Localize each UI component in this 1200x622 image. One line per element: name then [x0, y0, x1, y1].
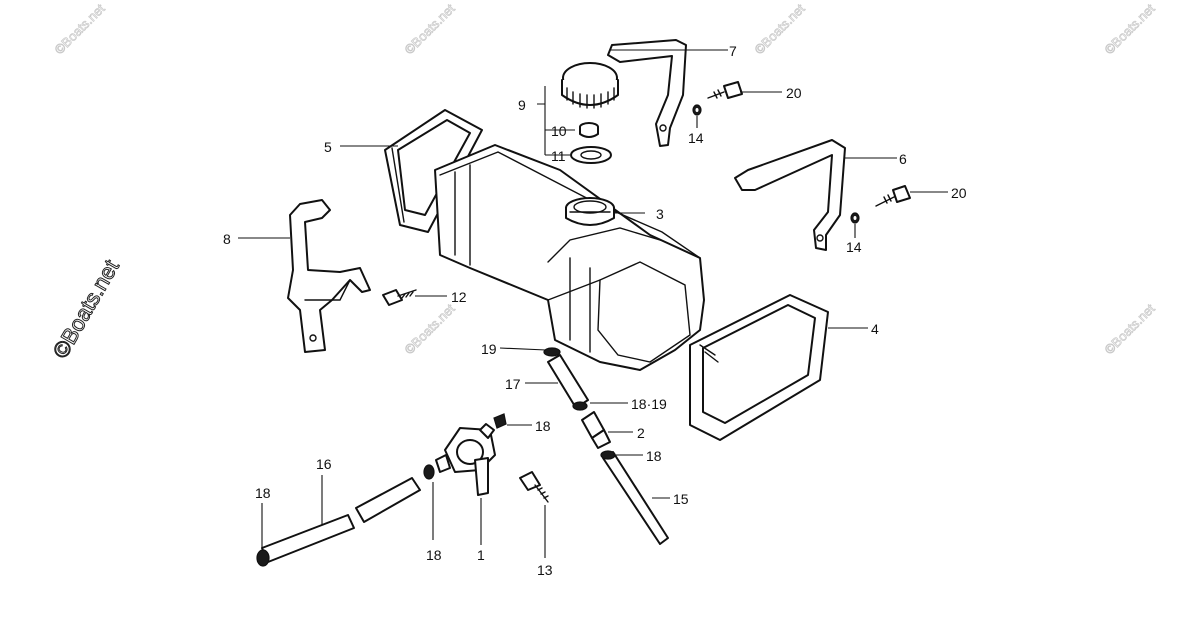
watermark-text: ©Boats.net: [402, 301, 458, 357]
label-18-c: 18: [646, 448, 662, 464]
label-3: 3: [656, 206, 664, 222]
label-18-b: 18: [426, 547, 442, 563]
part-labels: 7 20 14 9 10 11 5 6 3 20 14 8 12 4 19 17…: [223, 43, 967, 578]
watermark-text-large: ©Boats.net: [48, 255, 124, 362]
label-5: 5: [324, 139, 332, 155]
label-4: 4: [871, 321, 879, 337]
label-13: 13: [537, 562, 553, 578]
part-18-clip-b: [423, 464, 435, 480]
label-14-a: 14: [688, 130, 704, 146]
label-11: 11: [551, 148, 566, 164]
leader-lines: [238, 49, 948, 558]
label-2: 2: [637, 425, 645, 441]
label-16: 16: [316, 456, 332, 472]
part-1-fuel-cock: [435, 423, 496, 496]
part-16-fuel-line: [261, 477, 421, 563]
part-13-bolt: [519, 471, 549, 503]
watermark-text: ©Boats.net: [402, 1, 458, 57]
part-9-filler-cap: [561, 62, 619, 109]
label-8: 8: [223, 231, 231, 247]
label-18-19: 18·19: [631, 396, 667, 412]
part-14-washer-b: [850, 212, 860, 224]
part-17-fuel-line: [547, 354, 589, 409]
label-20-a: 20: [786, 85, 802, 101]
label-7: 7: [729, 43, 737, 59]
label-20-b: 20: [951, 185, 967, 201]
part-5-cushion: [384, 109, 483, 233]
watermark-text: ©Boats.net: [752, 1, 808, 57]
part-4-cushion: [689, 294, 829, 441]
watermark-text: ©Boats.net: [52, 1, 108, 57]
label-18-d: 18: [255, 485, 271, 501]
part-3-fuel-tank: [434, 144, 705, 371]
part-14-washer-a: [692, 104, 702, 116]
part-6-band: [734, 139, 846, 251]
label-1: 1: [477, 547, 485, 563]
part-18-clip-a: [493, 413, 507, 429]
part-11-gasket: [570, 146, 612, 164]
label-9: 9: [518, 97, 526, 113]
part-7-band: [607, 39, 687, 147]
part-8-bracket: [287, 199, 371, 353]
part-20-bolt-a: [707, 81, 743, 99]
part-2-joint: [581, 411, 611, 449]
watermark-text: ©Boats.net: [1102, 1, 1158, 57]
label-15: 15: [673, 491, 689, 507]
part-18-19-clip: [572, 401, 588, 411]
label-14-b: 14: [846, 239, 862, 255]
watermark-text: ©Boats.net: [1102, 301, 1158, 357]
part-18-clip-d: [256, 549, 270, 567]
label-18-a: 18: [535, 418, 551, 434]
part-18-clip-c: [600, 450, 616, 460]
part-19-clip: [543, 347, 561, 357]
label-19: 19: [481, 341, 497, 357]
part-10-cap-seal: [579, 122, 599, 138]
label-10: 10: [551, 123, 567, 139]
label-6: 6: [899, 151, 907, 167]
part-12-bolt: [382, 289, 417, 306]
label-12: 12: [451, 289, 467, 305]
label-17: 17: [505, 376, 521, 392]
part-20-bolt-b: [875, 185, 911, 207]
